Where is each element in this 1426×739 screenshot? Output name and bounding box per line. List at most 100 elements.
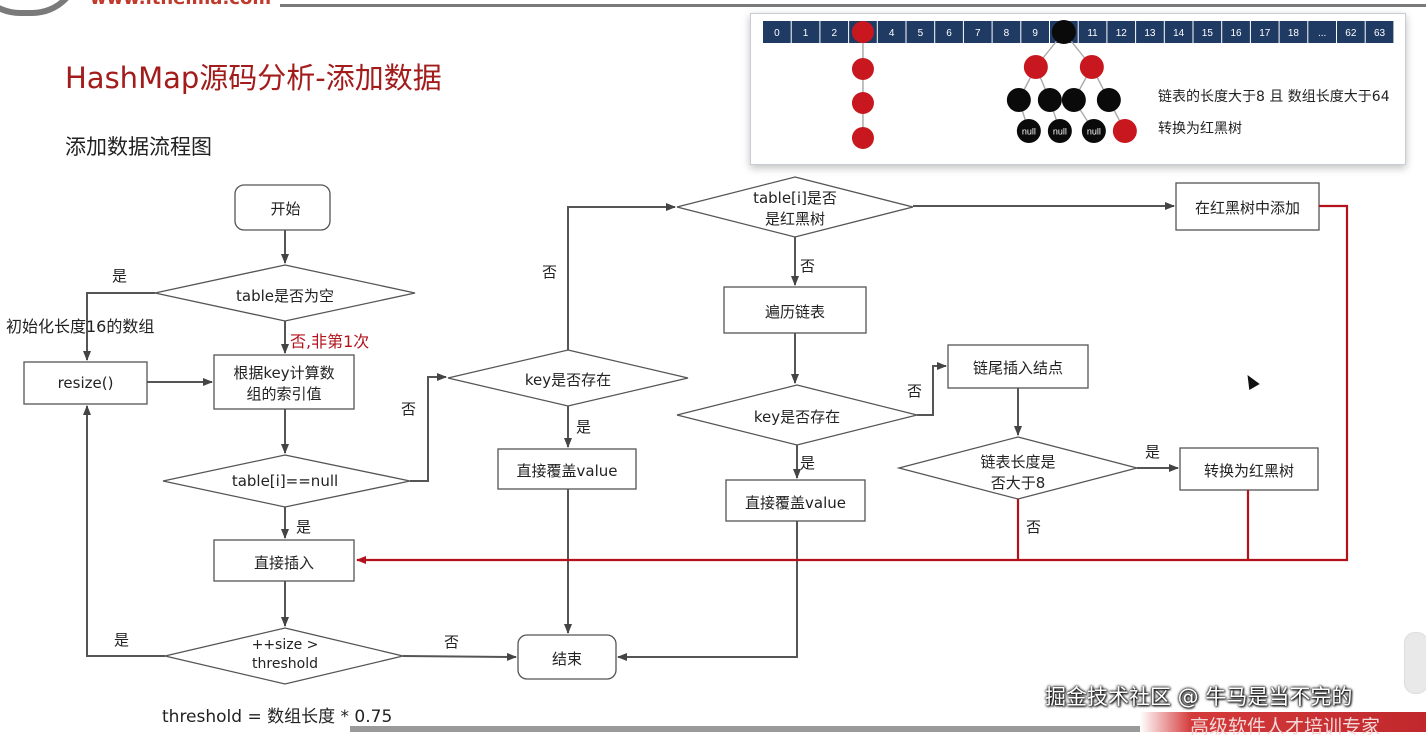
- size-yes-label: 是: [114, 631, 130, 649]
- empty-yes-label: 是: [112, 267, 128, 285]
- key-yes-label: 是: [576, 418, 592, 436]
- edge-key2-no: [917, 362, 947, 416]
- init-array-label: 初始化长度16的数组: [6, 317, 155, 336]
- edge-key-no: [567, 203, 676, 350]
- list-node: [851, 92, 874, 114]
- index-cell: [1250, 21, 1279, 43]
- index-cell: [791, 21, 820, 43]
- index-cell: [1222, 21, 1250, 43]
- null-yes-label: 是: [296, 518, 312, 536]
- index-label: 9: [1032, 28, 1038, 39]
- not-first-label: 否,非第1次: [290, 332, 370, 351]
- inset-panel: 0123456789101112131415161718...6263nulln…: [750, 13, 1406, 165]
- null-label: null: [1022, 127, 1036, 137]
- index-cell: [1107, 21, 1136, 43]
- index-label: ...: [1318, 28, 1326, 39]
- size-no-label: 否: [444, 633, 460, 651]
- tail-insert-box: [947, 344, 1089, 389]
- index-cell: [1279, 21, 1308, 43]
- key-exists-2-label: key是否存在: [753, 408, 841, 426]
- traverse-list-label: 遍历链表: [764, 303, 825, 321]
- len-no-label: 否: [1026, 518, 1042, 536]
- index-cell: [820, 21, 849, 43]
- tree-null-node: [1047, 119, 1072, 143]
- table-empty-label: table是否为空: [236, 287, 334, 305]
- slide-title: HashMap源码分析-添加数据: [65, 61, 442, 95]
- overwrite-value-2-label: 直接覆盖value: [745, 494, 846, 512]
- is-rbtree-label-1: table[i]是否: [753, 189, 837, 207]
- index-label: 6: [946, 28, 952, 39]
- header-rule: [280, 4, 1426, 7]
- null-label: null: [1053, 127, 1067, 137]
- direct-insert-label: 直接插入: [253, 554, 314, 572]
- slide-subtitle: 添加数据流程图: [65, 135, 212, 159]
- edge-empty-yes: [83, 292, 155, 361]
- progress-track: [350, 726, 1140, 732]
- index-cell: [992, 21, 1021, 43]
- tree-null-node: [1016, 119, 1041, 143]
- end-node: [517, 634, 617, 680]
- edge-null-no: [410, 373, 447, 482]
- compute-index-label-1: 根据key计算数: [233, 364, 335, 382]
- edge-size-yes: [83, 405, 165, 657]
- key2-no-label: 否: [907, 382, 923, 400]
- is-rbtree-label-2: 是红黑树: [764, 210, 825, 228]
- null-no-label: 否: [401, 400, 417, 418]
- index-label: 7: [975, 28, 981, 39]
- tree-node: [1023, 55, 1048, 79]
- site-url: www.itheima.com: [90, 0, 271, 9]
- brand-banner-text: 高级软件人才培训专家: [1190, 716, 1381, 738]
- tail-insert-label: 链尾插入结点: [972, 359, 1063, 377]
- tree-node: [1037, 88, 1062, 112]
- index-cell: [1365, 21, 1394, 43]
- size-check-label-1: ++size >: [251, 637, 319, 653]
- index-label: 5: [918, 28, 924, 39]
- index-label: 16: [1230, 28, 1242, 39]
- scroll-handle[interactable]: [1404, 632, 1426, 694]
- end-label: 结束: [551, 650, 582, 668]
- tree-node: [1112, 119, 1137, 143]
- tree-node: [1096, 88, 1121, 112]
- edge-size-no: [402, 652, 517, 661]
- index-cell: [963, 21, 992, 43]
- index-label: 1: [803, 28, 809, 39]
- convert-rbtree-label: 转换为红黑树: [1203, 462, 1294, 480]
- table-i-null-label: table[i]==null: [231, 472, 339, 490]
- index-cell: [877, 21, 906, 43]
- index-label: 2: [831, 28, 837, 39]
- add-to-rbtree-box: [1175, 182, 1320, 231]
- len-check-label-1: 链表长度是: [980, 453, 1056, 471]
- index-cell: [1337, 21, 1365, 43]
- index-cell: [1193, 21, 1222, 43]
- len-check-label-2: 否大于8: [990, 474, 1046, 492]
- index-cell: [1164, 21, 1193, 43]
- index-cell: [1021, 21, 1049, 43]
- add-rbtree-label: 在红黑树中添加: [1194, 199, 1300, 217]
- index-cell: [1078, 21, 1107, 43]
- index-cell: [906, 21, 935, 43]
- tree-null-node: [1081, 119, 1106, 143]
- watermark: 掘金技术社区 @ 牛马是当不完的: [1045, 685, 1353, 709]
- key-no-label: 否: [542, 263, 558, 281]
- tree-node: [1006, 88, 1031, 112]
- index-label: 62: [1345, 28, 1357, 39]
- overwrite-value-box: [497, 448, 637, 490]
- compute-index-label-2: 组的索引值: [246, 385, 322, 403]
- tree-node: [1051, 20, 1076, 44]
- index-label: 4: [889, 28, 895, 39]
- edge-overwrite2-to-end: [617, 521, 798, 661]
- brand-banner: [1140, 712, 1426, 732]
- edge-rbtree-add-return: [356, 204, 1349, 564]
- index-cell: [1136, 21, 1164, 43]
- index-cell: [935, 21, 963, 43]
- index-label: 14: [1173, 28, 1185, 39]
- index-label: 11: [1087, 28, 1098, 39]
- rbtree-no-label: 否: [800, 257, 816, 275]
- list-node: [851, 58, 874, 80]
- key-exists-label: key是否存在: [524, 371, 612, 389]
- overwrite-value-box-2: [725, 479, 866, 522]
- tree-node: [1061, 88, 1086, 112]
- size-threshold-decision: [164, 627, 404, 685]
- len-yes-label: 是: [1145, 443, 1161, 461]
- index-label: 15: [1202, 28, 1214, 39]
